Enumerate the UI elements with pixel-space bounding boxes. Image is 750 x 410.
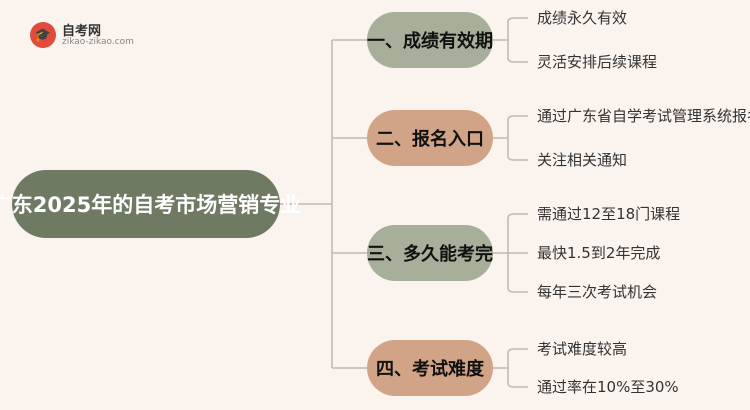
leaf-node: 灵活安排后续课程 xyxy=(537,53,658,71)
logo-url: zikao-zikao.com xyxy=(62,37,134,47)
leaf-node: 考试难度较高 xyxy=(537,340,628,358)
leaf-connector xyxy=(493,17,528,63)
leaf-node: 每年三次考试机会 xyxy=(537,283,658,301)
leaf-node: 成绩永久有效 xyxy=(537,9,628,27)
branch-node-difficulty: 四、考试难度 xyxy=(367,340,493,396)
branch-node-registration: 二、报名入口 xyxy=(367,110,493,166)
branch-node-duration: 三、多久能考完 xyxy=(367,225,493,281)
branch-node-validity: 一、成绩有效期 xyxy=(367,12,493,68)
leaf-connector xyxy=(493,213,528,293)
site-logo[interactable]: 🎓 自考网 zikao-zikao.com xyxy=(30,18,140,52)
logo-name: 自考网 xyxy=(62,24,102,39)
root-node: 广东2025年的自考市场营销专业 xyxy=(0,170,301,238)
leaf-node: 需通过12至18门课程 xyxy=(537,205,681,223)
leaf-node: 最快1.5到2年完成 xyxy=(537,244,661,262)
leaf-node: 关注相关通知 xyxy=(537,151,628,169)
leaf-connector xyxy=(493,115,528,161)
leaf-connector xyxy=(493,348,528,388)
leaf-node: 通过广东省自学考试管理系统报名 xyxy=(537,107,750,125)
graduation-cap-icon: 🎓 xyxy=(30,22,56,48)
leaf-node: 通过率在10%至30% xyxy=(537,378,679,396)
